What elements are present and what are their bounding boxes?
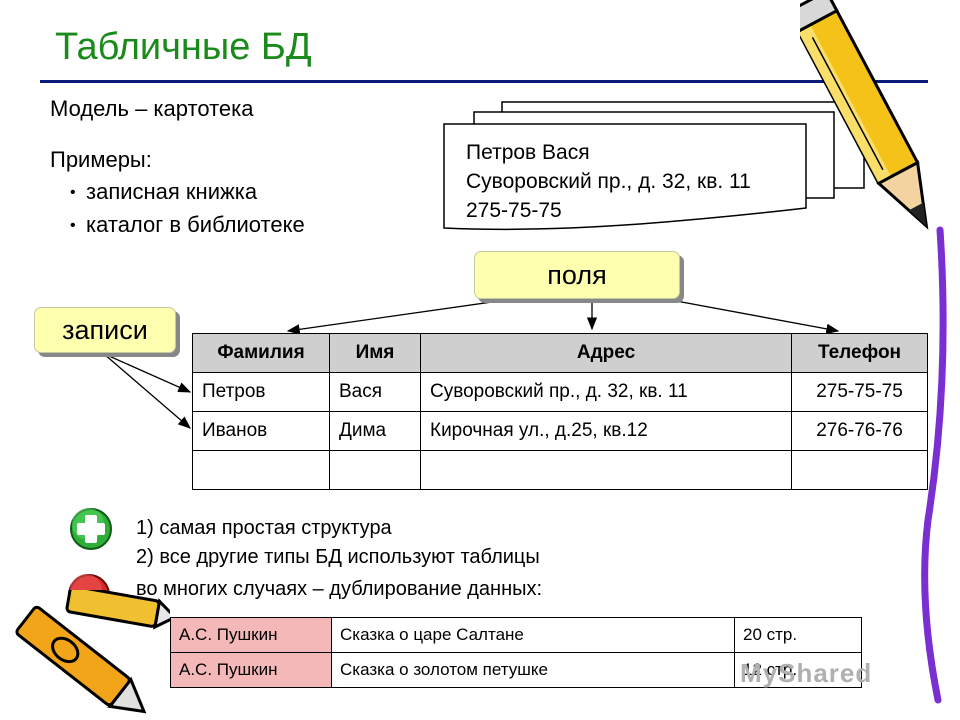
- table-cell: Петров: [193, 373, 330, 412]
- arrow-to-surname: [288, 298, 520, 331]
- arrow-to-row-1: [100, 352, 190, 392]
- table-cell: А.С. Пушкин: [171, 618, 332, 653]
- disadvantage-text: во многих случаях – дублирование данных:: [136, 578, 542, 601]
- table-cell: [421, 451, 792, 490]
- records-label: записи: [34, 307, 176, 353]
- table-cell: А.С. Пушкин: [171, 653, 332, 688]
- arrow-to-row-2: [104, 354, 190, 428]
- crayon-icon: [0, 590, 170, 720]
- table-cell: Сказка о золотом петушке: [332, 653, 735, 688]
- table-cell: [193, 451, 330, 490]
- fields-label: поля: [474, 251, 680, 299]
- pencil-icon: [800, 0, 960, 720]
- column-header: Адрес: [421, 334, 792, 373]
- table-cell: Вася: [330, 373, 421, 412]
- watermark: MyShared: [740, 658, 872, 689]
- column-header: Фамилия: [193, 334, 330, 373]
- table-row: А.С. Пушкин Сказка о царе Салтане 20 стр…: [171, 618, 862, 653]
- table-cell: Суворовский пр., д. 32, кв. 11: [421, 373, 792, 412]
- table-cell: [330, 451, 421, 490]
- list-item: 2) все другие типы БД используют таблицы: [136, 543, 540, 572]
- plus-icon: [68, 506, 114, 552]
- advantages-list: 1) самая простая структура 2) все другие…: [136, 514, 540, 572]
- table-cell: Дима: [330, 412, 421, 451]
- list-item: 1) самая простая структура: [136, 514, 540, 543]
- table-cell: Иванов: [193, 412, 330, 451]
- table-cell: Сказка о царе Салтане: [332, 618, 735, 653]
- table-cell: Кирочная ул., д.25, кв.12: [421, 412, 792, 451]
- column-header: Имя: [330, 334, 421, 373]
